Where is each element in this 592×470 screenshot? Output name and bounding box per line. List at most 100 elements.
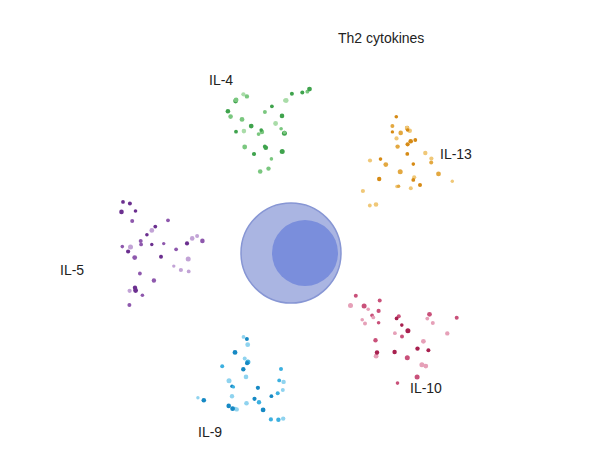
cytokine-dot xyxy=(415,375,420,380)
cytokine-dot xyxy=(377,309,381,313)
cytokine-dot xyxy=(429,161,433,165)
cytokine-dot xyxy=(419,362,424,367)
cytokine-dot xyxy=(451,180,454,183)
cytokine-dot xyxy=(138,272,142,276)
figure-title: Th2 cytokines xyxy=(338,30,424,47)
cytokine-dot xyxy=(270,104,274,108)
cytokine-dot xyxy=(252,397,256,401)
cytokine-dot xyxy=(242,129,247,134)
cytokine-dot xyxy=(411,178,415,182)
cytokine-dot xyxy=(383,162,388,167)
cytokine-dot xyxy=(128,202,132,206)
cytokine-dot xyxy=(368,158,372,162)
cytokine-dot xyxy=(280,114,285,119)
cytokine-dot xyxy=(279,127,283,131)
cytokine-dot xyxy=(280,149,285,154)
cytokine-dot xyxy=(128,245,133,250)
cytokine-dot xyxy=(241,367,245,371)
cytokine-dot xyxy=(190,236,195,241)
cytokine-dot xyxy=(394,136,398,140)
cytokine-dot xyxy=(360,318,364,322)
cytokine-dot xyxy=(130,219,134,223)
cytokine-dot xyxy=(162,242,165,245)
cytokine-dot xyxy=(263,110,267,114)
cytokine-dot xyxy=(141,294,145,298)
cytokine-dot xyxy=(270,394,274,398)
cytokine-dot xyxy=(159,255,163,259)
cytokine-dot xyxy=(185,241,189,245)
cytokine-dot xyxy=(235,407,239,411)
cytokine-dot xyxy=(240,117,245,122)
cytokine-dot xyxy=(363,321,367,325)
cytokine-dot xyxy=(405,328,410,333)
cytokine-dot xyxy=(196,396,199,399)
cytokine-dot xyxy=(243,357,247,361)
cytokine-dot xyxy=(269,417,273,421)
cytokine-dot xyxy=(245,361,249,365)
cytokine-label: IL-4 xyxy=(209,72,233,89)
cytokine-dot xyxy=(230,406,235,411)
cytokine-dot xyxy=(425,317,429,321)
cytokine-dot xyxy=(445,331,449,335)
cytokine-dot xyxy=(273,121,278,126)
cytokine-dot xyxy=(421,339,426,344)
cytokine-dot xyxy=(200,239,205,244)
cytokine-dot xyxy=(362,304,367,309)
cytokine-dot xyxy=(374,202,379,207)
cytokine-dot xyxy=(119,210,124,215)
cytokine-dot xyxy=(400,334,404,338)
cell-nucleus xyxy=(272,220,338,286)
cytokine-dot xyxy=(258,169,263,174)
cytokine-dot xyxy=(121,245,125,249)
cytokine-dot xyxy=(393,331,397,335)
cytokine-dot xyxy=(270,157,274,161)
cytokine-dot xyxy=(371,316,375,320)
cytokine-label: IL-13 xyxy=(440,146,472,163)
cytokine-dot xyxy=(132,255,137,260)
cytokine-dot xyxy=(227,378,232,383)
cytokine-dot xyxy=(406,128,410,132)
cytokine-dot xyxy=(436,172,441,177)
cytokine-dot xyxy=(266,166,270,170)
cytokine-dot xyxy=(282,131,287,136)
cytokine-dot xyxy=(400,323,404,327)
cytokine-dot xyxy=(139,239,143,243)
cytokine-dot xyxy=(348,303,353,308)
cytokine-dot xyxy=(398,169,403,174)
cytokine-dot xyxy=(127,303,131,307)
cytokine-dot xyxy=(405,152,409,156)
cytokine-dot xyxy=(128,289,132,293)
cytokine-dot xyxy=(256,386,260,390)
cytokine-dot xyxy=(391,130,394,133)
cytokine-dot xyxy=(423,151,427,155)
cytokine-dot xyxy=(228,114,233,119)
cytokine-dot xyxy=(392,350,396,354)
cytokine-dot xyxy=(220,364,224,368)
cytokine-dot xyxy=(202,398,207,403)
cytokine-dot xyxy=(121,200,125,204)
cytokine-dot xyxy=(252,152,256,156)
cytokine-dot xyxy=(230,394,234,398)
cytokine-dot xyxy=(126,249,130,253)
cytokine-dot xyxy=(245,337,249,341)
cytokine-dot xyxy=(396,381,400,385)
cell-body xyxy=(241,203,341,303)
cytokine-dot xyxy=(412,162,416,166)
cytokine-dot xyxy=(368,204,372,208)
cytokine-dot xyxy=(234,130,238,134)
cytokine-dot xyxy=(145,233,149,237)
cytokine-dot xyxy=(244,401,249,406)
cytokine-dot xyxy=(226,404,231,409)
cytokine-dot xyxy=(245,359,250,364)
cytokine-dot xyxy=(186,257,191,262)
cytokine-dot xyxy=(259,128,263,132)
cytokine-dot xyxy=(152,278,156,282)
cytokine-dot xyxy=(366,307,370,311)
cytokine-dot xyxy=(166,218,170,222)
cytokine-dot xyxy=(233,350,238,355)
cytokine-dot xyxy=(415,346,419,350)
cytokine-dot xyxy=(281,416,285,420)
cytokine-dot xyxy=(244,375,249,380)
cytokine-dot xyxy=(279,367,283,371)
cytokine-dot xyxy=(378,299,382,303)
